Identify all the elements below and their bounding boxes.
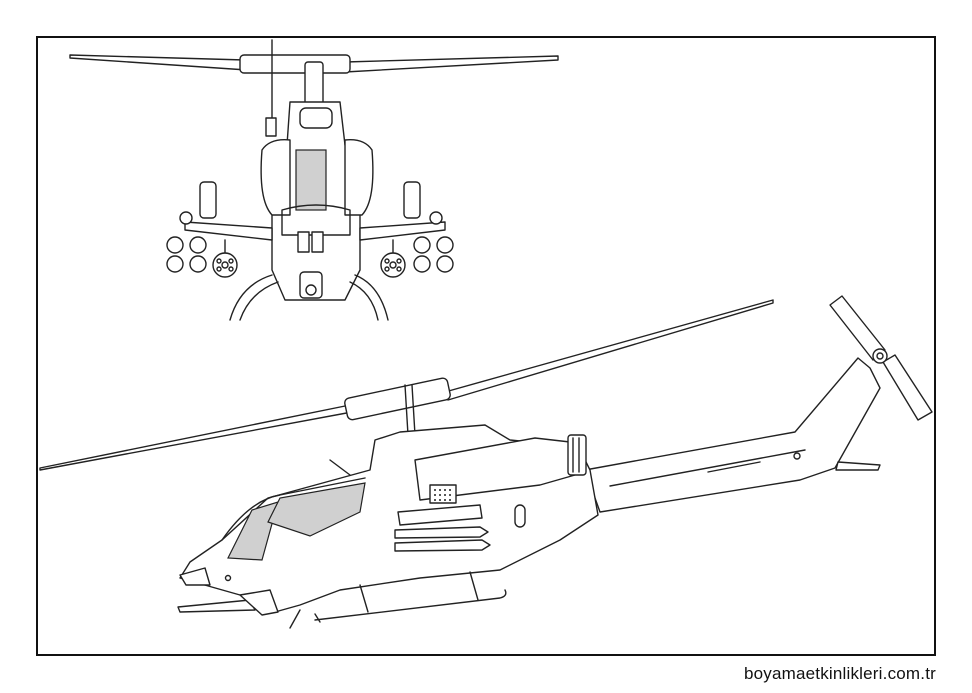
front-stub-wing-left xyxy=(184,221,273,241)
front-rotor-blade-left xyxy=(69,54,248,71)
front-view-helicopter xyxy=(69,39,559,321)
front-missile-rack-left xyxy=(166,211,207,273)
front-landing-skid-right xyxy=(354,274,389,321)
side-rotor-blade-front xyxy=(39,404,353,471)
side-canopy-rear xyxy=(267,482,366,537)
front-rocket-pod-left xyxy=(212,239,238,278)
front-wingtip-pod-right xyxy=(403,181,421,219)
front-missile-rack-right xyxy=(413,211,454,273)
side-missile-upper xyxy=(394,526,489,539)
front-canopy-glass xyxy=(295,149,327,211)
side-view-helicopter xyxy=(39,295,933,629)
front-rotor-blade-right xyxy=(344,55,559,73)
side-tail-rotor xyxy=(829,295,933,421)
front-wingtip-pod-left xyxy=(199,181,217,219)
side-landing-skid xyxy=(314,571,507,623)
side-stub-wing xyxy=(397,504,483,526)
side-missile-lower xyxy=(394,539,491,552)
front-rotor-hub xyxy=(239,54,351,74)
watermark-text: boyamaetkinlikleri.com.tr xyxy=(743,664,936,683)
front-landing-skid-left xyxy=(229,274,273,321)
front-rotor-mast xyxy=(304,61,324,108)
front-rocket-pod-right xyxy=(380,239,406,278)
side-tail-boom xyxy=(584,357,881,513)
front-stub-wing-right xyxy=(359,221,446,241)
side-rotor-blade-rear xyxy=(444,299,774,401)
side-rotor-hub xyxy=(344,377,451,421)
side-nose-gun xyxy=(177,599,256,613)
